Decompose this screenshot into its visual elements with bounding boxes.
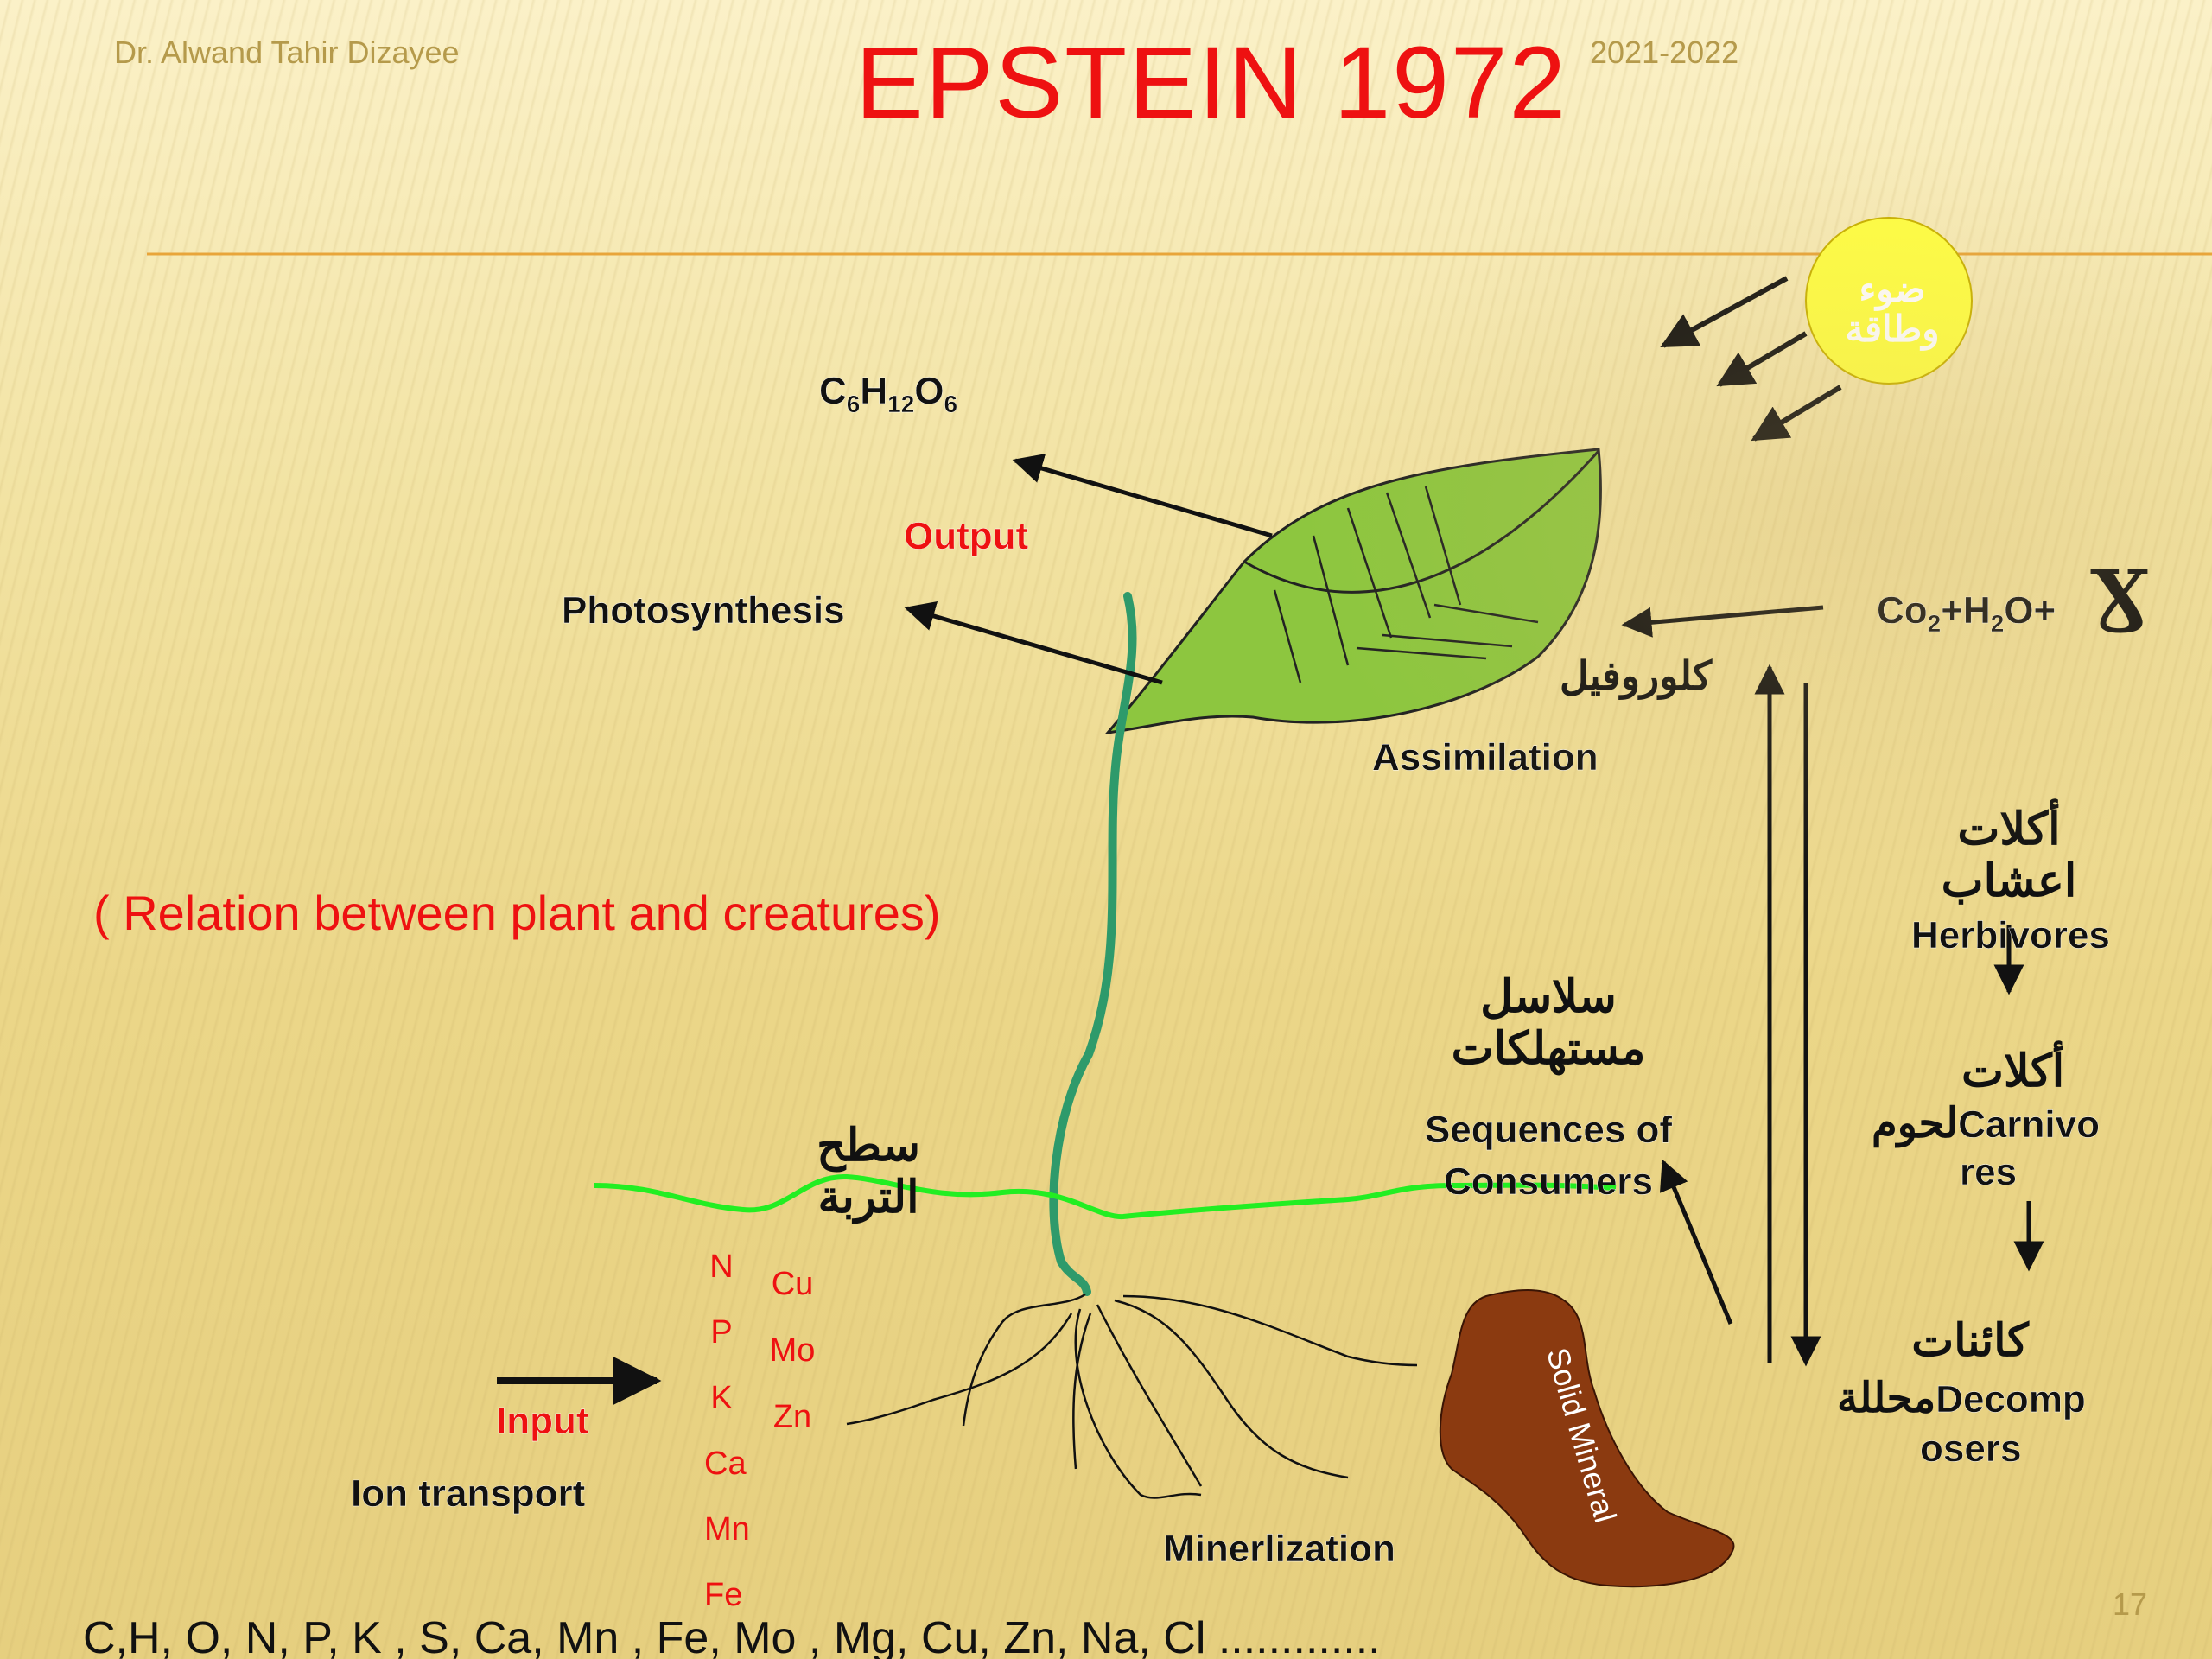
sequences-of-consumers-label: Sequences of Consumers xyxy=(1424,1109,1673,1203)
carnivores-line-2: لحومCarnivo xyxy=(1872,1099,2100,1147)
formula-h-sub: 12 xyxy=(887,390,915,417)
flow-arrows xyxy=(904,454,2044,1367)
formula-h: H xyxy=(860,370,888,412)
glucose-formula: C6H12O6 xyxy=(819,370,958,418)
decomposers-arabic: كائنات xyxy=(1911,1316,2029,1366)
reactant-co-sub: 2 xyxy=(1927,609,1942,637)
academic-year: 2021-2022 xyxy=(1590,35,1739,70)
input-label: Input xyxy=(496,1400,589,1442)
plant-roots xyxy=(846,1293,1418,1499)
sun-ray-arrows xyxy=(1660,276,1842,442)
formula-c: C xyxy=(819,370,847,412)
photosynthesis-label: Photosynthesis xyxy=(562,589,845,632)
decomposers-label: Decomp xyxy=(1936,1378,2086,1421)
nutrient-n: N xyxy=(709,1249,734,1285)
minerlization-label: Minerlization xyxy=(1163,1528,1395,1570)
nutrient-zn: Zn xyxy=(772,1399,812,1435)
nutrient-mn: Mn xyxy=(704,1511,750,1548)
assimilation-label: Assimilation xyxy=(1372,736,1599,779)
nutrient-p: P xyxy=(710,1314,733,1351)
reactant-h: +H xyxy=(1941,589,1991,632)
soil-surface-line xyxy=(594,1173,1617,1220)
consumer-chain-arabic: سلاسل مستهلكات xyxy=(1451,972,1646,1074)
sun-icon xyxy=(1805,217,1973,385)
page-title: EPSTEIN 1972 xyxy=(855,26,1568,140)
ion-transport-label: Ion transport xyxy=(351,1472,586,1515)
solid-mineral-rock xyxy=(1439,1289,1735,1588)
plant-stem xyxy=(1049,592,1137,1296)
element-list: C,H, O, N, P, K , S, Ca, Mn , Fe, Mo , M… xyxy=(83,1613,1381,1659)
author-name: Dr. Alwand Tahir Dizayee xyxy=(114,35,460,70)
reactant-h-sub: 2 xyxy=(1990,609,2005,637)
nutrient-column-left: N P K Ca Mn Fe xyxy=(704,1249,750,1643)
leaf-icon xyxy=(1104,448,1602,735)
page-number: 17 xyxy=(2113,1586,2148,1622)
reactants-formula: Co2+H2O+ xyxy=(1877,589,2056,638)
carnivores-label-line-3: res xyxy=(1960,1151,2018,1193)
decomposers-line-2: محللةDecomp xyxy=(1837,1374,2086,1422)
reactant-o: O+ xyxy=(2004,589,2056,632)
herbivores-arabic: أكلات اعشاب xyxy=(1941,804,2077,906)
nutrient-cu: Cu xyxy=(771,1266,814,1302)
reactant-co: Co xyxy=(1877,589,1928,632)
sun-label: ضوء وطاقة xyxy=(1845,269,1940,349)
formula-o-sub: 6 xyxy=(944,390,958,417)
decomposers-arabic-line-2: محللة xyxy=(1837,1376,1936,1421)
carnivores-arabic: أكلات xyxy=(1961,1046,2065,1096)
formula-o: O xyxy=(914,370,944,412)
relation-caption: ( Relation between plant and creatures) xyxy=(93,886,941,940)
decomposers-label-line-3: osers xyxy=(1920,1427,2022,1470)
formula-c-sub: 6 xyxy=(846,390,861,417)
nutrient-k: K xyxy=(710,1380,733,1416)
soil-surface-arabic: سطح التربة xyxy=(817,1121,920,1223)
gamma-symbol: Ɣ xyxy=(2089,553,2150,645)
nutrient-mo: Mo xyxy=(769,1332,816,1369)
chlorophyll-arabic: كلوروفيل xyxy=(1560,653,1713,698)
output-label: Output xyxy=(904,515,1029,557)
nutrient-fe: Fe xyxy=(704,1577,743,1613)
nutrient-ca: Ca xyxy=(704,1446,747,1482)
carnivores-label: Carnivo xyxy=(1958,1103,2100,1146)
carnivores-arabic-line-2: لحوم xyxy=(1872,1101,1959,1147)
nutrient-column-right: Cu Mo Zn xyxy=(762,1266,823,1465)
herbivores-label: Herbivores xyxy=(1911,914,2110,957)
